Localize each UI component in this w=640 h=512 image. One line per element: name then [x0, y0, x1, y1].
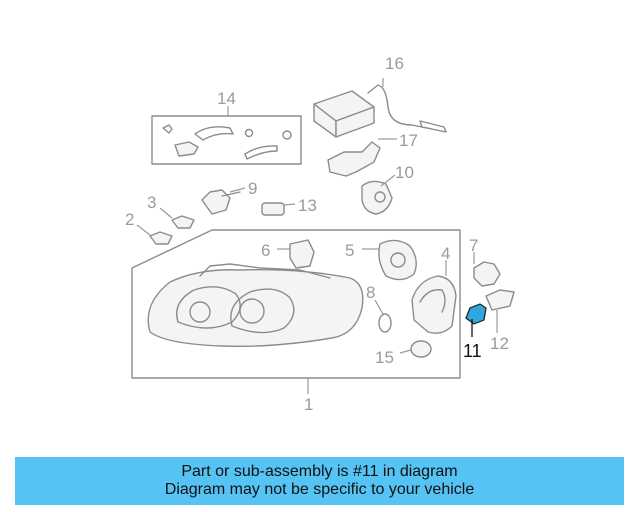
- callout-7: 7: [469, 236, 478, 255]
- callout-17: 17: [399, 131, 418, 150]
- part-16-ballast: [313, 78, 447, 138]
- callout-6: 6: [261, 241, 270, 260]
- part-13-bulb: [261, 202, 296, 216]
- info-banner: Part or sub-assembly is #11 in diagram D…: [15, 457, 624, 505]
- part-4-housing: [411, 260, 457, 334]
- part-9-bulb: [201, 187, 246, 215]
- highlighted-part-shape[interactable]: [465, 303, 487, 325]
- part-6-adjuster: [277, 239, 315, 269]
- callout-1: 1: [304, 395, 313, 414]
- callout-10: 10: [395, 163, 414, 182]
- part-1-headlamp: [131, 229, 461, 394]
- callout-14: 14: [217, 89, 236, 108]
- callout-2: 2: [125, 210, 134, 229]
- callout-15: 15: [375, 348, 394, 367]
- part-15-cap: [399, 340, 432, 358]
- part-3-clip: [159, 207, 195, 229]
- banner-line-2: Diagram may not be specific to your vehi…: [164, 481, 475, 498]
- part-12-bulb: [485, 289, 515, 333]
- callout-8: 8: [366, 283, 375, 302]
- callout-12: 12: [490, 334, 509, 353]
- callout-13: 13: [298, 196, 317, 215]
- callout-9: 9: [248, 179, 257, 198]
- parts-diagram: 1 2 3 4 5 6 7 8 9 10 11 12 13 14 15 16 1…: [125, 54, 515, 414]
- banner-line-1: Part or sub-assembly is #11 in diagram: [181, 463, 458, 480]
- part-14-group: [151, 106, 302, 165]
- callout-16: 16: [385, 54, 404, 73]
- part-10-igniter: [361, 174, 396, 215]
- callout-5: 5: [345, 241, 354, 260]
- callout-11[interactable]: 11: [463, 341, 482, 361]
- part-5-cover: [362, 239, 417, 281]
- part-2-clip: [136, 224, 173, 245]
- part-11-highlighted[interactable]: [465, 303, 487, 337]
- callout-4: 4: [441, 244, 450, 263]
- part-8-ring: [374, 299, 392, 333]
- callout-3: 3: [147, 193, 156, 212]
- part-17-bracket: [327, 138, 397, 177]
- part-7-bulb: [473, 252, 501, 287]
